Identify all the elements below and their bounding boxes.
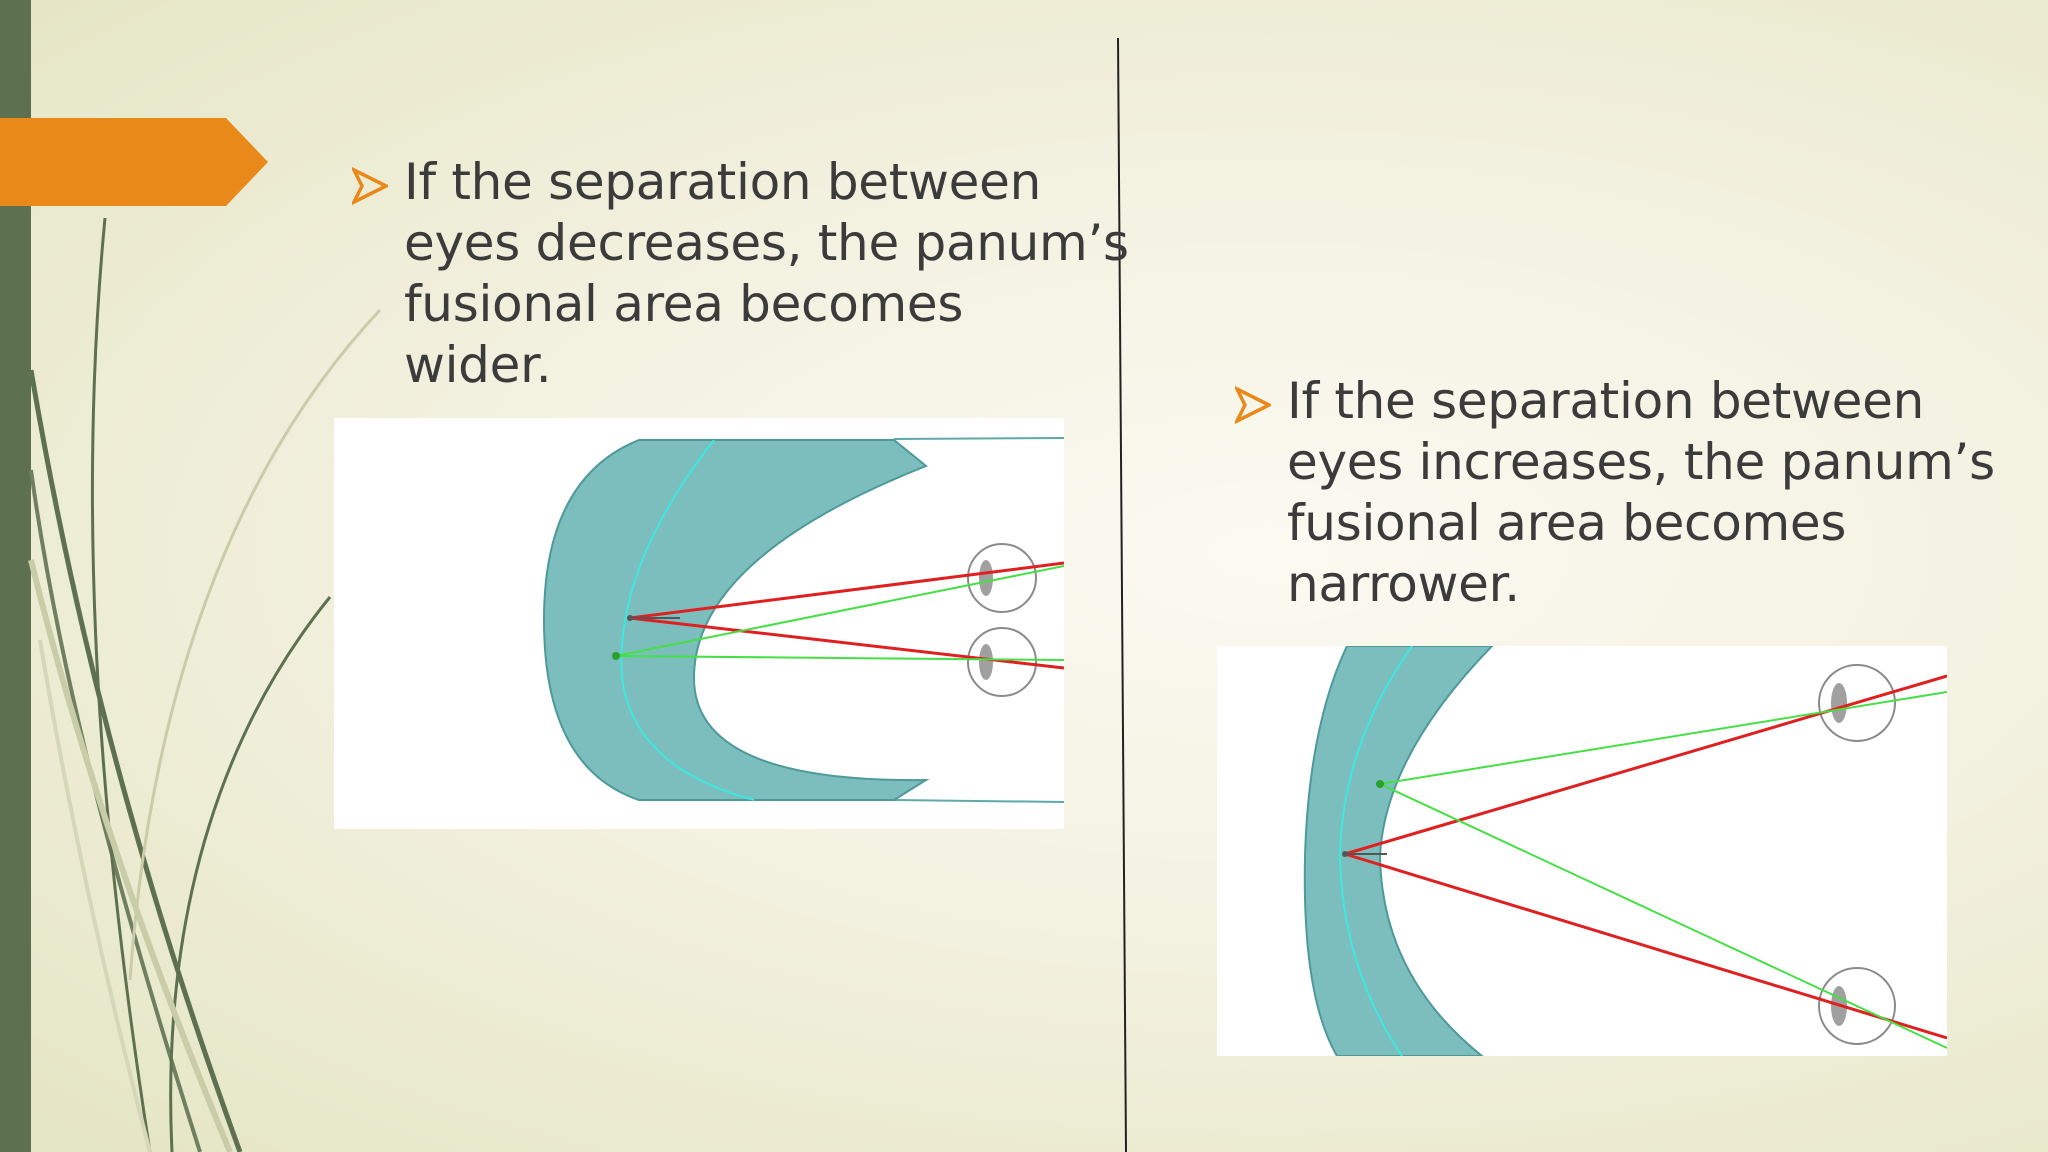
- right-fusional-area-diagram: [1217, 645, 1948, 1057]
- arrow-bullet-icon: [352, 167, 388, 205]
- fusional-area-band: [542, 439, 930, 801]
- left-fusional-area-diagram: [334, 418, 1065, 829]
- horopter-line: [1338, 645, 1413, 1057]
- right-bullet-text: If the separation between eyes increases…: [1287, 372, 1995, 613]
- right-bullet: If the separation between eyes increases…: [1235, 371, 1995, 615]
- arrow-bullet-icon: [1235, 386, 1271, 424]
- left-bullet: If the separation between eyes decreases…: [352, 152, 1129, 396]
- eye-icon: [1818, 664, 1896, 1045]
- horopter-line: [620, 439, 755, 801]
- decorative-grass-strokes: [28, 217, 382, 1152]
- left-bullet-text: If the separation between eyes decreases…: [404, 153, 1129, 394]
- fusional-area-band: [1303, 645, 1495, 1057]
- eye-icon: [967, 543, 1037, 697]
- orange-tab-shape: [0, 118, 268, 206]
